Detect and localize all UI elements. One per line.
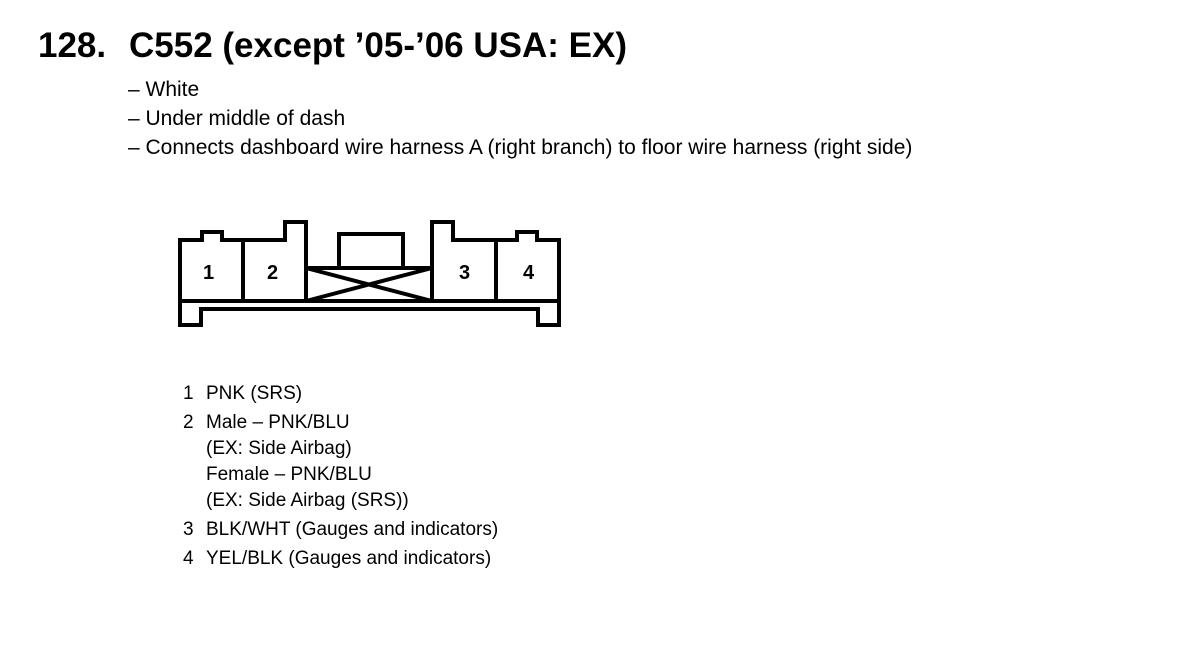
pin-number: 1 <box>183 383 194 404</box>
pin-description: PNK (SRS) <box>206 381 302 407</box>
center-cavity <box>304 266 434 303</box>
connector-details: White Under middle of dash Connects dash… <box>128 75 913 162</box>
connector-number: 128. <box>38 26 107 65</box>
pin-label-4: 4 <box>523 262 535 284</box>
center-cross <box>305 266 433 303</box>
detail-connection: Connects dashboard wire harness A (right… <box>128 133 913 162</box>
connector-housing <box>178 220 561 327</box>
pin-line: Female – PNK/BLU <box>206 464 372 485</box>
pin-line: BLK/WHT (Gauges and indicators) <box>206 519 499 540</box>
pin-description: YEL/BLK (Gauges and indicators) <box>206 546 491 572</box>
pin-description: BLK/WHT (Gauges and indicators) <box>206 517 498 543</box>
pin-line: (EX: Side Airbag (SRS)) <box>206 490 409 511</box>
pin-number: 3 <box>183 519 194 540</box>
pin-description: Male – PNK/BLU (EX: Side Airbag) Female … <box>206 410 409 514</box>
pin-label-1: 1 <box>203 262 214 284</box>
pin-line: PNK (SRS) <box>206 383 303 404</box>
pin-line: Male – PNK/BLU <box>206 412 350 433</box>
pin-number: 4 <box>183 548 194 569</box>
pin-entry: 1 PNK (SRS) <box>183 381 498 407</box>
pin-entry: 4 YEL/BLK (Gauges and indicators) <box>183 546 498 572</box>
pin-entry: 2 Male – PNK/BLU (EX: Side Airbag) Femal… <box>183 410 498 514</box>
pin-entry: 3 BLK/WHT (Gauges and indicators) <box>183 517 498 543</box>
detail-color: White <box>128 75 912 104</box>
pin-line: (EX: Side Airbag) <box>206 438 352 459</box>
pin-list: 1 PNK (SRS) 2 Male – PNK/BLU (EX: Side A… <box>183 381 498 575</box>
page-title: 128. C552 (except ’05-’06 USA: EX) <box>38 22 627 70</box>
pin-line: YEL/BLK (Gauges and indicators) <box>206 548 492 569</box>
detail-location: Under middle of dash <box>128 104 912 133</box>
connector-title: C552 (except ’05-’06 USA: EX) <box>129 26 627 65</box>
pin-number: 2 <box>183 412 194 433</box>
pin-label-2: 2 <box>267 262 278 284</box>
pin-label-3: 3 <box>459 262 470 284</box>
lock-tab <box>337 232 405 268</box>
